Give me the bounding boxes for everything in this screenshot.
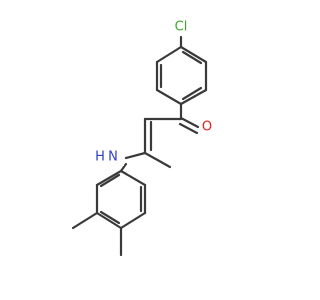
bond-alkene-nitrogen	[124, 151, 147, 160]
oxygen-atom-label: O	[202, 120, 212, 135]
bond-alkene-methyl	[143, 151, 172, 169]
bond-carbonyl-o-2	[178, 122, 199, 135]
bond-ring2-a	[119, 169, 147, 187]
nitrogen-hydrogen-label: H	[95, 150, 105, 165]
chlorine-atom-label: Cl	[175, 20, 188, 35]
bond-ring2-inner-3	[99, 173, 121, 188]
bond-ring2-d	[95, 211, 123, 230]
oxygen-label-background	[199, 118, 215, 136]
bond-ring1-f	[155, 45, 183, 64]
chlorine-label-background	[171, 15, 192, 35]
bond-ring2-c	[119, 211, 147, 230]
bond-ring2-f	[95, 169, 123, 187]
bond-ring1-inner-2	[181, 86, 203, 101]
bond-ring2-inner-2	[99, 210, 121, 225]
molecule-structure-diagram: Cl O H N	[71, 15, 215, 257]
bond-ring1-a	[179, 45, 208, 64]
bond-ring1-d	[155, 88, 183, 106]
bond-layer	[71, 35, 208, 257]
bond-carbonyl-o-1	[179, 116, 200, 129]
nitrogen-atom-label: N	[108, 150, 118, 165]
bond-ring2-methyl-3	[71, 211, 99, 230]
bond-ring1-inner-1	[181, 50, 203, 65]
nitrogen-label-background	[94, 148, 124, 166]
bond-ring1-c	[179, 88, 208, 106]
atom-label-layer: Cl O H N	[94, 15, 215, 166]
bond-nitrogen-ring2	[119, 162, 128, 173]
